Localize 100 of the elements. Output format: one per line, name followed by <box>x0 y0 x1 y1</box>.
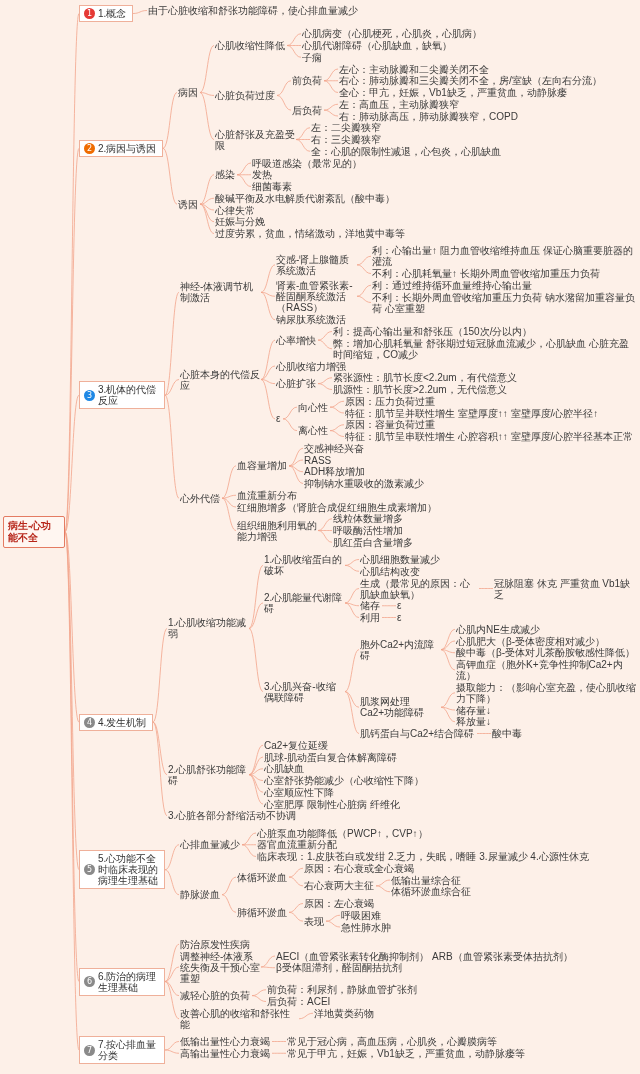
branch-line <box>323 68 339 82</box>
branch-line <box>344 691 360 734</box>
branch-text: 防治原发性疾病 <box>179 938 251 950</box>
branch-text: 肌源性：肌节长度>2.2um，无代偿意义 <box>332 384 508 395</box>
branch-line <box>241 832 257 846</box>
branch-text: 常见于甲亢，妊娠，Vb1缺乏，严重贫血，动静脉瘘等 <box>286 1047 526 1059</box>
central-topic: 病生-心功能不全 <box>3 515 65 548</box>
branch-text: 心肌病变（心肌梗死，心肌炎，心肌病） <box>301 28 483 40</box>
branch-text: 右：肺动脉高压，肺动脉瓣狭窄，COPD <box>338 110 519 122</box>
branch-line <box>288 903 304 913</box>
number-badge: 4 <box>84 716 95 728</box>
branch-text: 血流重新分布 <box>236 489 298 501</box>
branch-line <box>164 379 180 396</box>
branch-text: 心肌内NE生成减少 <box>455 623 541 635</box>
topic-label: 7.按心排血量分类 <box>98 1039 158 1061</box>
branch-text: 诱因 <box>177 198 199 210</box>
branch-text: 心肌缺血 <box>263 763 305 775</box>
branch-text: 呼吸酶活性增加 <box>332 525 404 536</box>
branch-line <box>164 394 180 499</box>
branch-line <box>260 966 276 969</box>
branch-line <box>221 465 237 499</box>
branch-text: 肺循环淤血 <box>236 906 288 918</box>
branch-line <box>356 264 372 274</box>
branch-line <box>282 418 298 432</box>
branch-line <box>248 768 264 776</box>
branch-text: 全心：甲亢，妊娠，Vb1缺乏，严重贫血，动静脉瘘 <box>338 87 568 98</box>
branch-line <box>260 291 276 321</box>
branch-line <box>440 628 456 651</box>
topic-label: 5.心功能不全时临床表现的病理生理基础 <box>98 853 159 887</box>
branch-line <box>221 497 237 531</box>
branch-text: RASS <box>303 454 333 466</box>
branch-line <box>440 649 456 671</box>
branch-line <box>317 331 333 341</box>
branch-line <box>199 203 215 234</box>
branch-text: 储存量↓ <box>455 704 492 716</box>
branch-text: 过度劳累，贫血，情绪激动，洋地黄中毒等 <box>214 228 406 239</box>
branch-line <box>329 430 345 437</box>
branch-line <box>381 617 397 618</box>
branch-line <box>64 531 80 723</box>
branch-line <box>440 692 456 708</box>
branch-line <box>325 914 341 922</box>
branch-line <box>199 174 215 205</box>
branch-text: 感染 <box>214 169 236 181</box>
number-badge: 2 <box>84 142 95 154</box>
branch-line <box>248 602 264 629</box>
topic-label: 3.机体的代偿反应 <box>98 384 158 407</box>
branch-text: 紧张源性：肌节长度<2.2um，有代偿意义 <box>332 372 518 384</box>
branch-line <box>276 95 292 111</box>
branch-text: 高钾血症（胞外K+竞争性抑制Ca2+内流） <box>455 659 624 681</box>
branch-text: 呼吸困难 <box>340 909 382 921</box>
branch-line <box>260 955 276 968</box>
branch-line <box>271 1041 287 1042</box>
branch-text: 储存 <box>359 600 381 612</box>
branch-text: ε <box>396 600 403 612</box>
branch-text: 心律失常 <box>214 204 256 216</box>
branch-line <box>317 377 333 385</box>
branch-line <box>476 733 492 734</box>
branch-line <box>344 565 360 572</box>
branch-text: 1.心肌收缩蛋白的破坏 <box>263 554 344 577</box>
branch-text: 器官血流重新分配 <box>256 839 338 851</box>
branch-text: 弊：增加心肌耗氧量 舒张期过短冠脉血流减少，心肌缺血 心脏充盈时间缩短，CO减少 <box>332 337 630 360</box>
branch-line <box>344 559 360 566</box>
branch-line <box>323 80 339 82</box>
branch-line <box>329 400 345 408</box>
branch-text: 释放量↓ <box>455 716 492 728</box>
branch-text: 肌红蛋白含量增多 <box>332 536 414 548</box>
branch-line <box>356 255 372 266</box>
branch-text: 组织细胞利用氧的能力增强 <box>236 519 318 542</box>
branch-text: 妊娠与分娩 <box>214 216 266 228</box>
branch-line <box>199 92 215 140</box>
branch-text: 右心：肺动脉瓣和三尖瓣关闭不全，房/室缺（左向右分流） <box>338 75 603 87</box>
branch-text: 原因：压力负荷过重 <box>344 395 436 407</box>
branch-text: 肌球-肌动蛋白复合体解离障碍 <box>263 751 399 763</box>
branch-line <box>164 1041 180 1051</box>
branch-text: 心肌收缩性降低 <box>214 40 286 51</box>
branch-text: 心肌代谢障碍（心肌缺血，缺氧） <box>301 40 453 51</box>
branch-text: 高输出量性心力衰竭 <box>179 1047 271 1059</box>
branch-line <box>64 147 80 533</box>
branch-line <box>199 92 215 96</box>
branch-line <box>241 844 257 857</box>
branch-text: 急性肺水肿 <box>340 921 392 933</box>
branch-text: 心排血量减少 <box>179 839 241 851</box>
branch-line <box>162 147 178 205</box>
branch-line <box>440 706 456 723</box>
branch-line <box>260 379 276 385</box>
branch-text: 左心：主动脉瓣和二尖瓣关闭不全 <box>338 63 490 75</box>
branch-line <box>286 45 302 58</box>
branch-text: 前负荷：利尿剂，静脉血管扩张剂 <box>266 984 418 996</box>
branch-text: 心脏负荷过度 <box>214 89 276 101</box>
topic-label: 1.概念 <box>98 8 127 19</box>
branch-text: 低输出量综合征 <box>390 874 462 886</box>
branch-text: 心肌肥大（β-受体密度相对减少） <box>455 635 607 647</box>
branch-line <box>164 1049 180 1054</box>
branch-text: 3.心肌兴奋-收缩偶联障碍 <box>263 680 337 703</box>
branch-line <box>329 424 345 432</box>
branch-line <box>317 530 333 531</box>
branch-text: ADH释放增加 <box>303 466 367 478</box>
branch-line <box>356 295 372 303</box>
branch-text: 离心性 <box>297 425 329 437</box>
branch-text: 常见于冠心病，高血压病，心肌炎，心瓣膜病等 <box>286 1036 498 1047</box>
